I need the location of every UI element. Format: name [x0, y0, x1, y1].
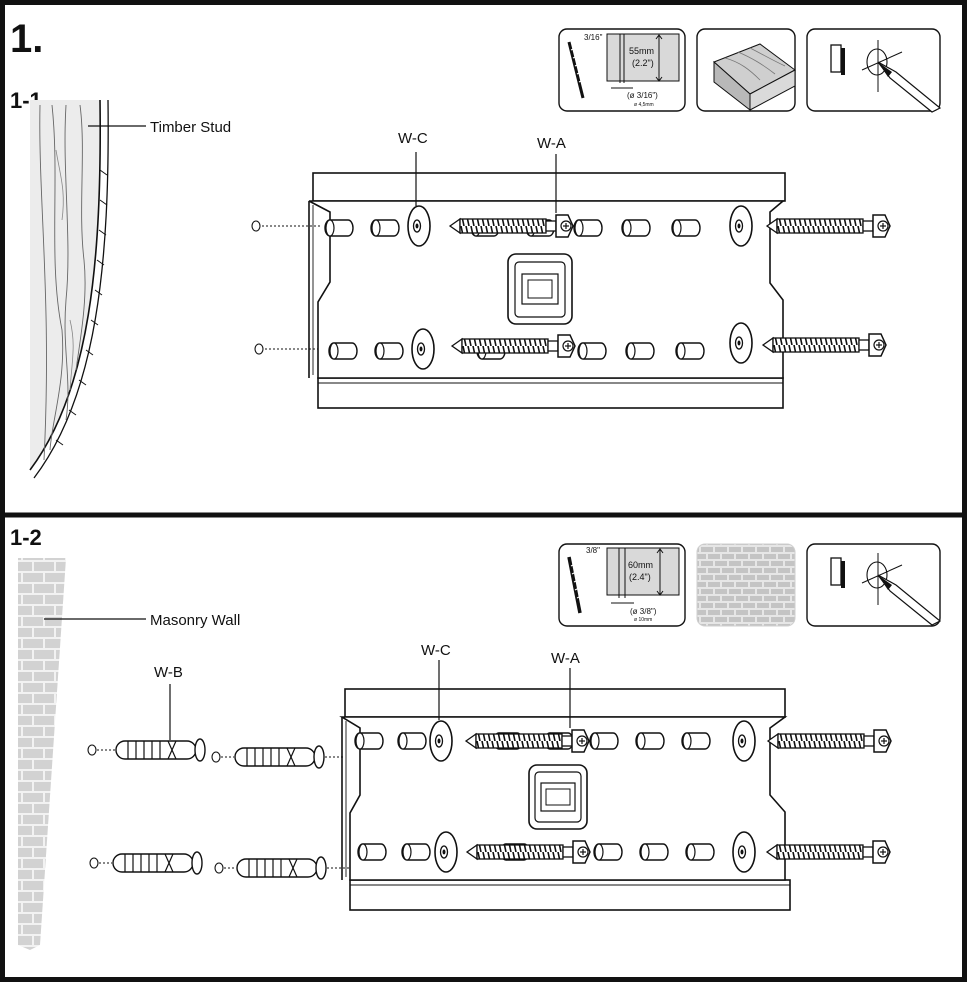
hole-diameter-in: (ø 3/16") — [627, 91, 658, 100]
wall-label: Masonry Wall — [150, 612, 240, 629]
mark-hole-panel — [806, 28, 942, 113]
callout-w-a: W-A — [551, 650, 580, 667]
section-label: 1-2 — [10, 525, 42, 550]
drill-depth-mm: 55mm — [629, 46, 654, 56]
wall-label: Timber Stud — [150, 119, 231, 136]
wood-block-panel — [696, 28, 796, 112]
hardware-w-b-anchors — [87, 738, 350, 880]
callout-w-c: W-C — [398, 130, 428, 147]
section-1-2: 1-2 Masonry Wall 3/8" 60mm (2.4") (ø 3/8… — [10, 525, 942, 950]
drill-depth-in: (2.2") — [632, 58, 654, 68]
drill-bit-icon — [567, 556, 582, 614]
center-lock-bracket — [507, 253, 573, 325]
center-lock-bracket — [528, 764, 588, 830]
pencil-mark-icon — [830, 553, 942, 626]
callout-w-c: W-C — [421, 642, 451, 659]
brick-panel — [696, 543, 796, 627]
wall-holes — [251, 220, 330, 355]
mark-hole-panel — [806, 543, 942, 627]
step-number: 1. — [10, 17, 43, 61]
hole-diameter-mm: ø 4,5mm — [634, 102, 654, 108]
drill-spec-panel: 3/16" 55mm (2.2") (ø 3/16") ø 4,5mm — [558, 28, 686, 112]
drill-depth-in: (2.4") — [629, 572, 651, 582]
wall-plate — [308, 172, 786, 409]
bit-size-label: 3/16" — [584, 33, 603, 42]
hole-diameter-mm: ø 10mm — [634, 617, 652, 623]
callout-w-a: W-A — [537, 135, 566, 152]
bit-size-label: 3/8" — [586, 546, 600, 555]
masonry-wall — [18, 558, 66, 950]
callout-w-b: W-B — [154, 664, 183, 681]
drill-depth-mm: 60mm — [628, 560, 653, 570]
pencil-mark-icon — [830, 40, 942, 113]
drill-spec-panel: 3/8" 60mm (2.4") (ø 3/8") ø 10mm — [558, 543, 686, 627]
wall-plate — [339, 688, 791, 911]
timber-stud-wall — [29, 99, 109, 479]
hole-diameter-in: (ø 3/8") — [630, 607, 657, 616]
drill-bit-icon — [567, 41, 585, 99]
wood-block-icon — [713, 43, 796, 112]
section-1-1: 1-1 Timber Stud — [10, 28, 942, 479]
